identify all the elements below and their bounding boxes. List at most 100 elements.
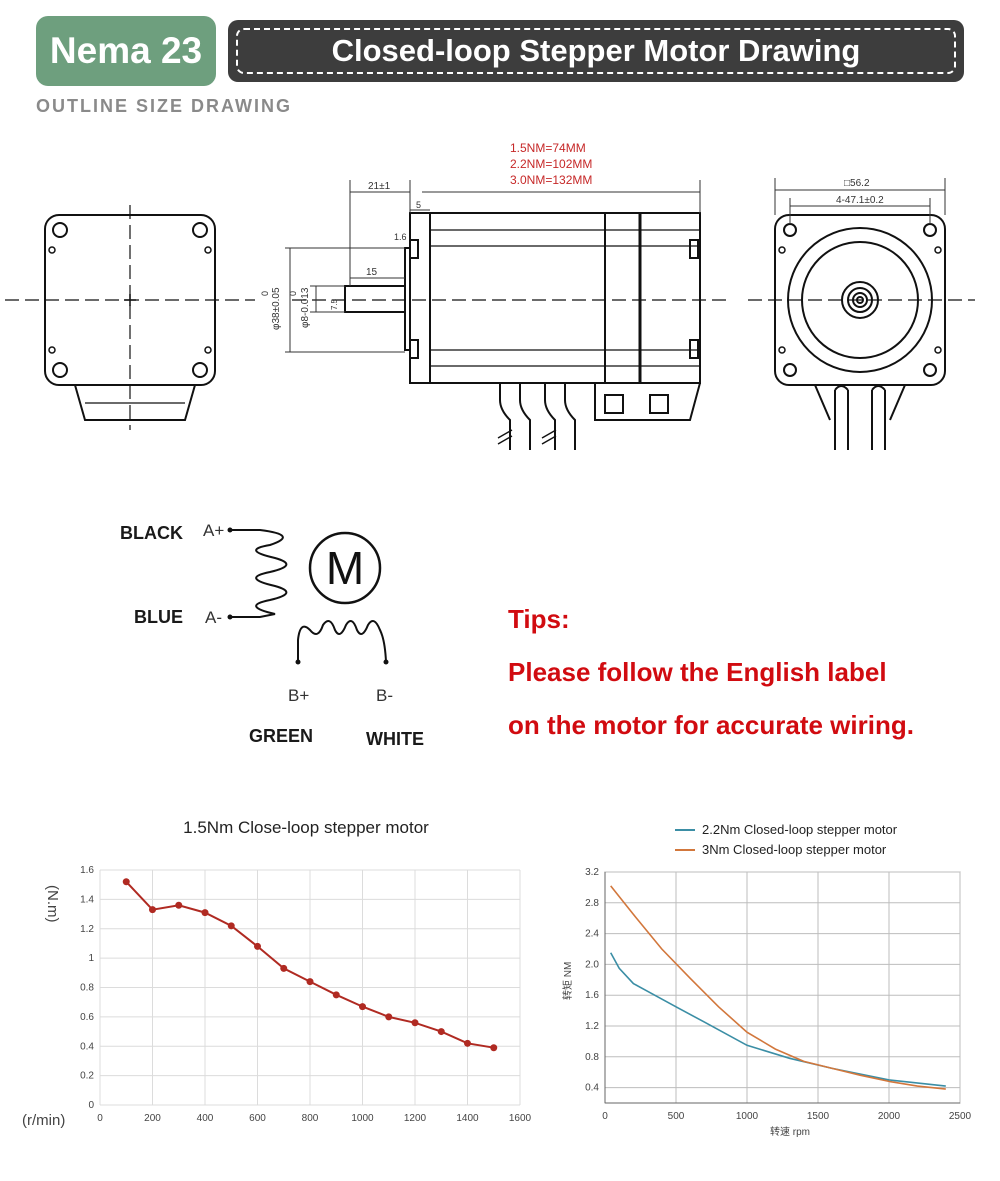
length-note-1: 1.5NM=74MM: [510, 141, 586, 155]
data-point: [149, 906, 156, 914]
y-tick-label: 0: [88, 1100, 94, 1111]
wire-blue-label: BLUE: [134, 607, 183, 627]
dim-hole-spacing: 4-47.1±0.2: [836, 195, 884, 206]
data-point: [332, 991, 340, 999]
plot-area: 0 500 1000 1500 2000 2500 0.4 0.8 1.2 1.6 2.0 2.4 2.…: [585, 822, 971, 1122]
front-view: [748, 178, 975, 450]
length-note-2: 2.2NM=102MM: [510, 157, 592, 171]
y-tick-label: 0.4: [80, 1041, 94, 1052]
x-tick-label: 1600: [509, 1113, 532, 1124]
y-tick-label: 1.2: [80, 924, 94, 935]
length-note-3: 3.0NM=132MM: [510, 173, 592, 187]
pin-a-plus: A+: [203, 521, 225, 540]
motor-symbol: M: [326, 542, 364, 594]
x-tick-label: 1200: [404, 1113, 427, 1124]
x-tick-label: 800: [302, 1113, 319, 1124]
x-tick-label: 500: [668, 1111, 685, 1122]
torque-chart-2: 转矩 NM 转速 rpm 0 500 1000 1500 2000 2500 0.4 0.8 1…: [550, 810, 990, 1150]
y-tick-label: 0.8: [80, 983, 94, 994]
data-point: [437, 1028, 445, 1036]
plot-area: 0 200 400 600 800 1000 1200 1400 1600 0 0.2 0.4 0.6 0…: [80, 865, 531, 1124]
x-tick-label: 0: [602, 1111, 608, 1122]
data-point: [122, 878, 130, 886]
plot-frame: [604, 871, 961, 1104]
x-axis-label: 转速 rpm: [770, 1125, 810, 1138]
dim-square: □56.2: [844, 178, 870, 189]
data-point: [254, 942, 261, 950]
x-tick-label: 600: [249, 1113, 266, 1124]
data-point: [306, 978, 314, 986]
y-tick-label: 2.4: [585, 929, 599, 940]
x-tick-label: 200: [144, 1113, 161, 1124]
data-point: [490, 1044, 498, 1052]
dim-flange-thickness: 1.6: [394, 232, 407, 242]
rear-view: [5, 205, 255, 430]
torque-chart-1: 1.5Nm Close-loop stepper motor (N.m) (r/…: [0, 800, 540, 1160]
legend-label: 3Nm Closed-loop stepper motor: [702, 842, 887, 857]
data-point: [411, 1019, 419, 1027]
y-tick-label: 1.6: [80, 865, 94, 876]
data-point: [464, 1039, 471, 1047]
x-tick-label: 1000: [736, 1111, 759, 1122]
wire-green-label: GREEN: [249, 726, 314, 746]
wiring-diagram: M BLACK A+ BLUE A- B+ B- GREEN WHITE: [0, 490, 480, 770]
dim-flange-length: 21±1: [368, 181, 391, 192]
dim-shaft-tolerance: 0: [288, 291, 298, 296]
torque-chart-1-svg: 1.5Nm Close-loop stepper motor (N.m) (r/…: [22, 818, 532, 1129]
torque-chart-2-svg: 转矩 NM 转速 rpm 0 500 1000 1500 2000 2500 0.4 0.8 1…: [561, 822, 972, 1138]
x-axis-label: (r/min): [22, 1112, 65, 1129]
wire-black-label: BLACK: [120, 523, 183, 543]
dim-boss-tolerance: 0: [260, 291, 270, 296]
pin-b-minus: B-: [376, 686, 393, 705]
x-tick-label: 0: [97, 1113, 103, 1124]
tips-box: Tips: Please follow the English label on…: [508, 604, 914, 763]
y-tick-label: 0.6: [80, 1012, 94, 1023]
series-line: [609, 952, 946, 1087]
dim-boss-diameter: φ38±0.05: [271, 287, 282, 330]
y-tick-label: 0.4: [585, 1083, 599, 1094]
data-point: [359, 1003, 366, 1011]
data-point: [385, 1013, 393, 1021]
x-tick-label: 400: [197, 1113, 214, 1124]
y-tick-label: 2.8: [585, 898, 599, 909]
y-tick-label: 0.8: [585, 1052, 599, 1063]
x-tick-label: 1000: [351, 1113, 374, 1124]
side-view: [285, 180, 730, 450]
data-point: [280, 964, 288, 972]
tips-line-2: on the motor for accurate wiring.: [508, 710, 914, 740]
coil-schematic: M: [227, 527, 389, 665]
tips-line-1: Please follow the English label: [508, 657, 887, 687]
pin-b-plus: B+: [288, 686, 310, 705]
page-title: Closed-loop Stepper Motor Drawing: [236, 28, 956, 74]
title-banner: Closed-loop Stepper Motor Drawing: [228, 20, 964, 82]
outline-section-title: OUTLINE SIZE DRAWING: [36, 96, 292, 116]
y-tick-label: 2.0: [585, 959, 599, 970]
dim-shaft-diameter: φ8-0.013: [300, 287, 311, 328]
dim-shaft-flat: 7.5: [330, 298, 339, 310]
pin-a-minus: A-: [205, 608, 222, 627]
y-tick-label: 1: [88, 953, 94, 964]
model-badge: Nema 23: [36, 16, 216, 86]
y-tick-label: 1.6: [585, 990, 599, 1001]
series-line: [610, 885, 946, 1090]
outline-drawing: 1.5NM=74MM 2.2NM=102MM 3.0NM=132MM 21±1 …: [5, 141, 975, 450]
y-tick-label: 3.2: [585, 867, 599, 878]
y-tick-label: 1.4: [80, 894, 94, 905]
wire-white-label: WHITE: [366, 729, 424, 749]
data-point: [227, 922, 235, 930]
y-axis-label: 转矩 NM: [561, 962, 574, 1000]
y-tick-label: 1.2: [585, 1021, 599, 1032]
y-axis-label: (N.m): [44, 885, 61, 923]
legend-label: 2.2Nm Closed-loop stepper motor: [702, 822, 898, 837]
data-point: [175, 901, 183, 909]
data-point: [201, 909, 209, 917]
dim-shaft-length: 15: [366, 267, 378, 278]
x-tick-label: 1400: [456, 1113, 479, 1124]
tips-heading: Tips:: [508, 604, 570, 634]
dim-boss-height: 5: [416, 200, 421, 210]
x-tick-label: 1500: [807, 1111, 830, 1122]
x-tick-label: 2500: [949, 1111, 972, 1122]
chart-title: 1.5Nm Close-loop stepper motor: [183, 818, 429, 837]
x-tick-label: 2000: [878, 1111, 901, 1122]
y-tick-label: 0.2: [80, 1071, 94, 1082]
